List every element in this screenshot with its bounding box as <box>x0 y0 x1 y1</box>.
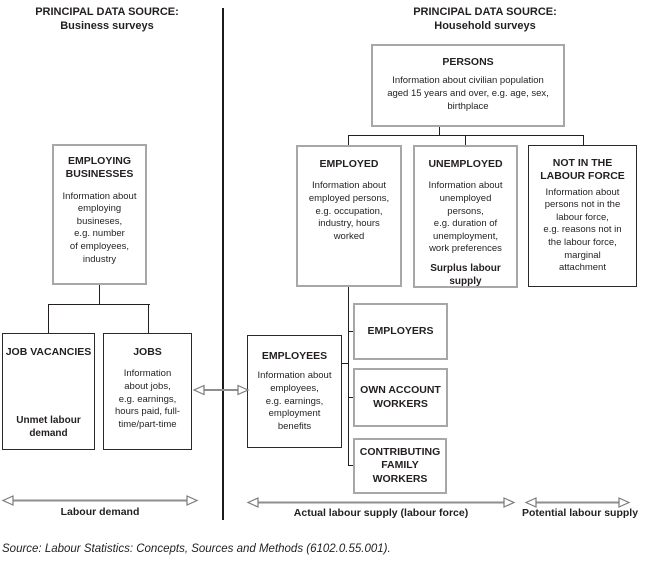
household-surveys-header: PRINCIPAL DATA SOURCE: Household surveys <box>413 6 557 33</box>
employees-body: Information about employees, e.g. earnin… <box>257 370 332 432</box>
connector-persons-horizontal <box>348 135 584 136</box>
column-divider-line <box>222 8 224 520</box>
not-in-labour-force-title: NOT IN THE LABOUR FORCE <box>540 157 625 183</box>
potential-labour-supply-arrow <box>524 497 631 508</box>
connector-persons-drop <box>439 127 440 135</box>
unemployed-title: UNEMPLOYED <box>428 158 503 170</box>
potential-labour-supply-label: Potential labour supply <box>521 507 639 519</box>
employing-businesses-body: Information about employing busineses, e… <box>62 190 137 265</box>
connector-drop-unemployed <box>465 135 466 145</box>
not-in-labour-force-body: Information about persons not in the lab… <box>543 186 622 274</box>
employers-title: EMPLOYERS <box>367 324 434 337</box>
connector-drop-employed <box>348 135 349 145</box>
jobs-box: JOBS Information about jobs, e.g. earnin… <box>103 333 192 450</box>
actual-labour-supply-arrow <box>246 497 516 508</box>
contributing-family-workers-box: CONTRIBUTING FAMILY WORKERS <box>353 438 447 494</box>
connector-employing-horizontal <box>48 304 150 305</box>
connector-drop-job-vacancies <box>48 304 49 333</box>
jobs-title: JOBS <box>133 346 162 358</box>
connector-stub-employees <box>342 363 349 364</box>
own-account-workers-box: OWN ACCOUNT WORKERS <box>353 368 448 427</box>
unemployed-body: Information about unemployed persons, e.… <box>428 180 503 255</box>
not-in-labour-force-box: NOT IN THE LABOUR FORCE Information abou… <box>528 145 637 287</box>
connector-stub-contributing <box>349 465 354 466</box>
connector-stub-employers <box>349 331 354 332</box>
employees-box: EMPLOYEES Information about employees, e… <box>247 335 342 448</box>
contributing-family-workers-title: CONTRIBUTING FAMILY WORKERS <box>359 445 441 485</box>
job-vacancies-title: JOB VACANCIES <box>5 346 92 358</box>
labour-demand-arrow <box>1 495 199 506</box>
persons-body: Information about civilian population ag… <box>387 75 549 112</box>
employed-box: EMPLOYED Information about employed pers… <box>296 145 402 287</box>
employers-box: EMPLOYERS <box>353 303 448 360</box>
job-vacancies-box: JOB VACANCIES Unmet labour demand <box>2 333 95 450</box>
persons-box: PERSONS Information about civilian popul… <box>371 44 565 127</box>
unmet-labour-demand-label: Unmet labour demand <box>16 415 81 439</box>
employed-body: Information about employed persons, e.g.… <box>308 180 390 242</box>
own-account-workers-title: OWN ACCOUNT WORKERS <box>360 384 441 410</box>
unemployed-box: UNEMPLOYED Information about unemployed … <box>413 145 518 288</box>
connector-drop-not-in-labour-force <box>583 135 584 145</box>
employing-businesses-title: EMPLOYING BUSINESSES <box>65 155 134 181</box>
connector-stub-own-account <box>349 397 354 398</box>
connector-drop-jobs <box>148 304 149 333</box>
jobs-body: Information about jobs, e.g. earnings, h… <box>115 368 180 430</box>
source-citation: Source: Labour Statistics: Concepts, Sou… <box>2 543 391 555</box>
actual-labour-supply-label: Actual labour supply (labour force) <box>293 507 469 519</box>
employed-title: EMPLOYED <box>319 158 379 170</box>
labour-demand-label: Labour demand <box>60 506 140 518</box>
surplus-labour-supply-label: Surplus labour supply <box>430 262 501 287</box>
employees-title: EMPLOYEES <box>261 350 328 362</box>
connector-employed-down <box>348 287 349 466</box>
persons-title: PERSONS <box>442 56 494 68</box>
employing-businesses-box: EMPLOYING BUSINESSES Information about e… <box>52 144 147 285</box>
jobs-employees-link-arrow <box>192 384 250 396</box>
connector-employing-drop <box>99 285 100 305</box>
business-surveys-header: PRINCIPAL DATA SOURCE: Business surveys <box>35 6 179 33</box>
